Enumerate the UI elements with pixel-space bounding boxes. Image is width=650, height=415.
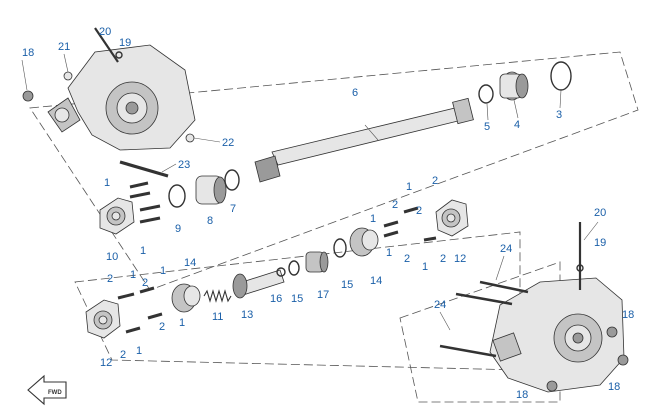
callout-2-a: 2 [432, 175, 438, 187]
callout-9: 9 [175, 223, 181, 235]
upper-frame [29, 51, 639, 291]
callout-11: 11 [212, 311, 223, 323]
callout-1-a: 1 [104, 177, 110, 189]
callout-1-g: 1 [130, 269, 136, 281]
callout-24-b: 24 [434, 299, 446, 311]
callout-17: 17 [317, 289, 329, 301]
boot-4 [499, 71, 529, 101]
callout-8: 8 [207, 215, 213, 227]
callout-10: 10 [106, 251, 118, 263]
pivot-bolt [119, 160, 169, 178]
callout-22: 22 [222, 137, 234, 149]
callout-1-b: 1 [140, 245, 146, 257]
callout-19-top: 19 [119, 37, 131, 49]
vent-tube-bottom [576, 222, 584, 290]
callout-1-e: 1 [386, 247, 392, 259]
snap-ring-7 [224, 169, 240, 191]
callout-19-bottom: 19 [594, 237, 606, 249]
bolts-left-flange [117, 286, 163, 334]
washer-16 [276, 267, 286, 277]
drain-plug-top [22, 71, 195, 143]
forward-direction-marker: FWD [27, 374, 67, 406]
callout-15-right: 15 [341, 279, 353, 291]
spring-11 [203, 289, 232, 303]
callout-20-bottom: 20 [594, 207, 606, 219]
callout-3: 3 [556, 109, 562, 121]
gear-17 [305, 251, 329, 273]
callout-18-b3: 18 [516, 389, 528, 401]
callout-1-h: 1 [160, 265, 166, 277]
callout-1-d: 1 [370, 213, 376, 225]
leader-lines [21, 53, 599, 331]
callout-20-top: 20 [99, 26, 111, 38]
snap-ring-15-left [288, 260, 300, 276]
callout-2-b: 2 [392, 199, 398, 211]
snap-ring-15-right [333, 238, 347, 258]
callout-14-right: 14 [370, 275, 382, 287]
callout-2-h: 2 [159, 321, 165, 333]
clamp-3 [550, 61, 572, 91]
rear-differential-housing [489, 277, 625, 393]
callout-18-b2: 18 [608, 381, 620, 393]
callout-2-e: 2 [440, 253, 446, 265]
callout-24-a: 24 [500, 243, 512, 255]
callout-13: 13 [241, 309, 253, 321]
callout-23: 23 [178, 159, 190, 171]
long-bolts-24 [439, 280, 529, 358]
callout-16: 16 [270, 293, 282, 305]
drive-shaft [254, 97, 474, 183]
callout-numbers: 20 19 18 21 22 23 6 5 4 3 1 9 8 7 10 1 1… [22, 26, 634, 401]
snap-ring-5 [478, 84, 494, 104]
callout-18-b1: 18 [622, 309, 634, 321]
vent-tube-top [94, 27, 123, 63]
callout-12-left: 12 [100, 357, 112, 369]
callout-1-f: 1 [422, 261, 428, 273]
callout-4: 4 [514, 119, 520, 131]
callout-2-f: 2 [107, 273, 113, 285]
callout-1-j: 1 [136, 345, 142, 357]
front-differential-housing [47, 44, 196, 151]
callout-1-c: 1 [406, 181, 412, 193]
callout-2-c: 2 [416, 205, 422, 217]
flange-yoke-12-right [435, 199, 469, 237]
callout-15-left: 15 [291, 293, 303, 305]
flange-bolts-upper [129, 181, 161, 224]
callout-2-g: 2 [142, 277, 148, 289]
flange-yoke-10 [99, 197, 135, 235]
splined-shaft-13 [232, 269, 285, 299]
bolts-right-flange [383, 206, 437, 242]
callout-5: 5 [484, 121, 490, 133]
callout-14-left: 14 [184, 257, 196, 269]
clamp-9 [168, 184, 186, 208]
callout-6: 6 [352, 87, 358, 99]
callout-1-i: 1 [179, 317, 185, 329]
flange-yoke-12-left [85, 299, 121, 339]
boot-8 [195, 175, 227, 205]
callout-12-right: 12 [454, 253, 466, 265]
fwd-label: FWD [48, 390, 62, 396]
yoke-14-right [349, 227, 379, 257]
callout-7: 7 [230, 203, 236, 215]
callout-2-d: 2 [404, 253, 410, 265]
callout-18-top: 18 [22, 47, 34, 59]
plugs-18-bottom [546, 326, 629, 392]
callout-21: 21 [58, 41, 70, 53]
yoke-14-left [171, 283, 201, 313]
callout-2-i: 2 [120, 349, 126, 361]
